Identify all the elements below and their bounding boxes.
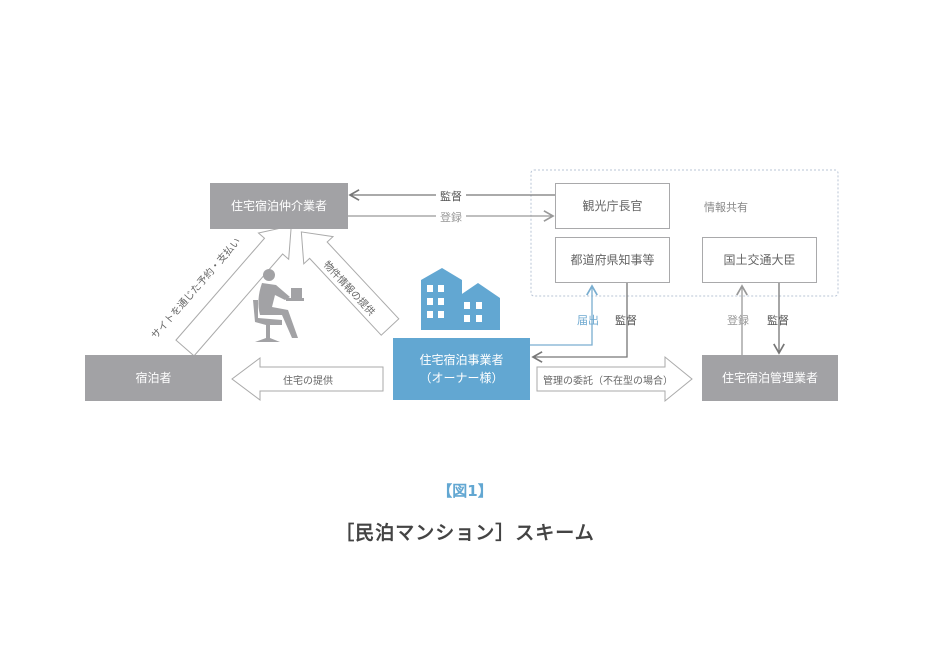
reserve-arrow [175,225,292,357]
operator-sub-label: （オーナー様） [419,371,504,385]
provide-house-arrow [231,357,384,401]
supervise-pref-arrow [531,283,628,363]
mlit-box: 国土交通大臣 [702,237,817,283]
supervise-pref-label: 監督 [615,314,637,327]
broker-box: 住宅宿泊仲介業者 [210,183,348,229]
person-at-laptop-icon [253,269,304,342]
operator-box: 住宅宿泊事業者 （オーナー様） [393,338,530,400]
property-info-arrow [300,231,400,336]
figure-number: 【図1】 [437,482,493,500]
provide-house-label: 住宅の提供 [283,376,333,387]
figure-title: ［民泊マンション］スキーム [335,522,595,544]
operator-label: 住宅宿泊事業者 [419,353,504,367]
supervise-top-label: 監督 [436,188,466,204]
info-share-label: 情報共有 [704,201,748,214]
building-icon [421,268,500,330]
tourism-agency-box: 観光庁長官 [555,183,670,229]
guest-box: 宿泊者 [85,355,222,401]
prefecture-box: 都道府県知事等 [555,237,670,283]
entrust-arrow [536,355,693,403]
register-top-label: 登録 [436,209,466,225]
info-share-group [530,169,839,297]
notify-arrow [530,284,598,346]
entrust-label: 管理の委託（不在型の場合） [543,376,673,387]
register-mlit-label: 登録 [727,314,749,327]
supervise-mlit-label: 監督 [767,314,789,327]
manager-box: 住宅宿泊管理業者 [702,355,838,401]
notify-label: 届出 [577,314,599,327]
